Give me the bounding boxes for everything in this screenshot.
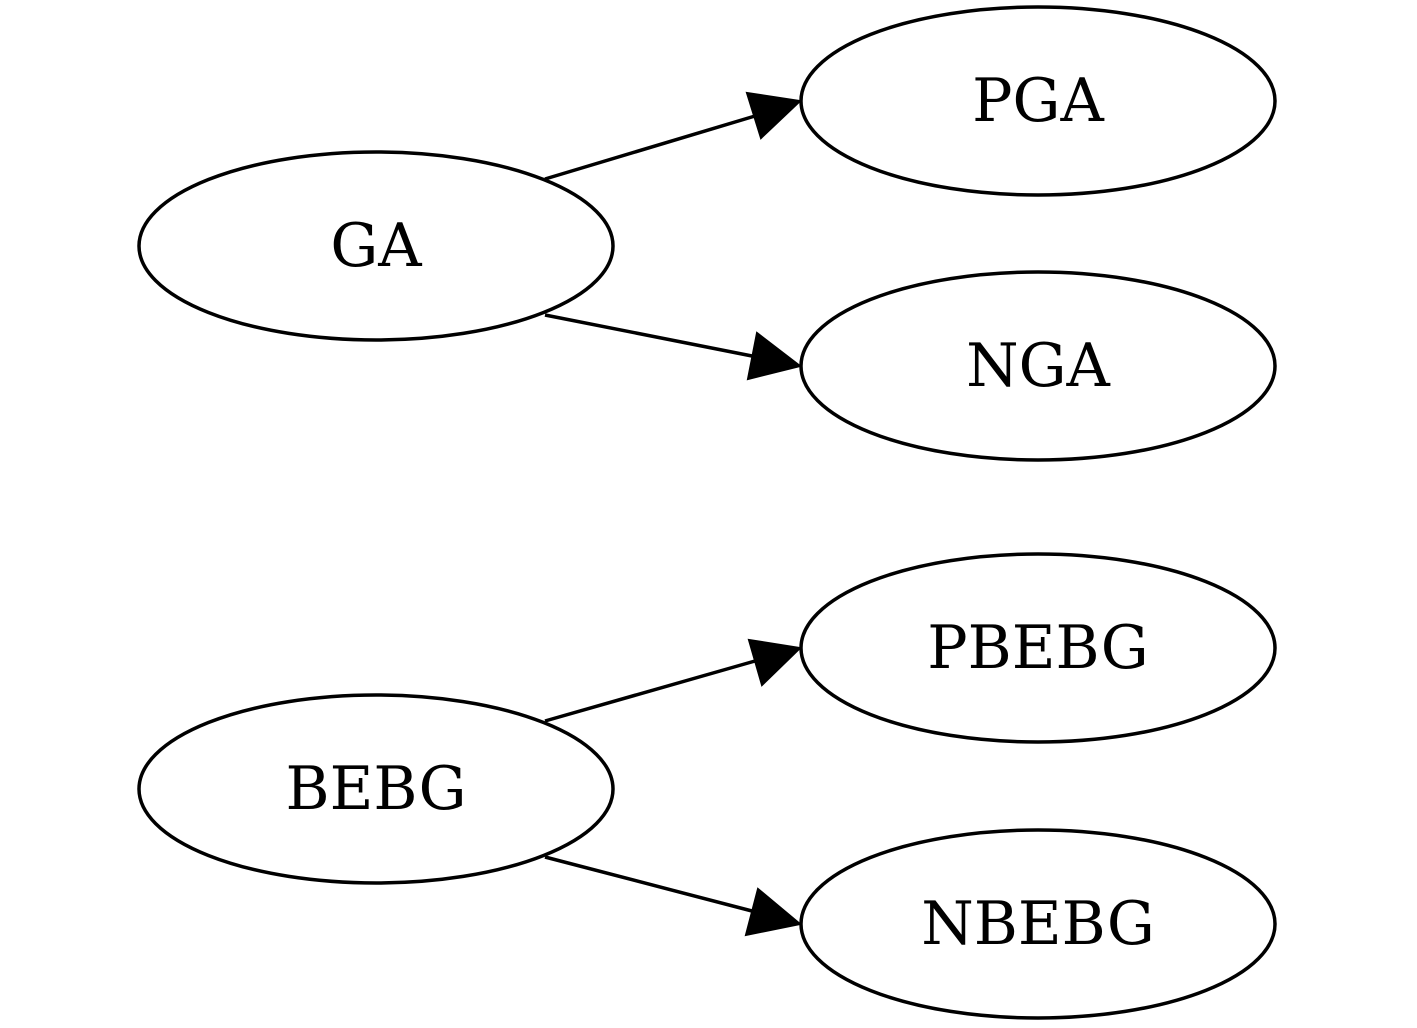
node-nga-label: NGA	[966, 331, 1110, 401]
node-pbebg: PBEBG	[799, 552, 1277, 744]
edge-ga-pga	[544, 91, 803, 181]
node-bebg: BEBG	[137, 693, 615, 885]
edge-bebg-pbebg	[544, 638, 803, 723]
node-pga-label: PGA	[972, 66, 1104, 136]
node-pga: PGA	[799, 5, 1277, 197]
node-nbebg: NBEBG	[799, 828, 1277, 1020]
node-nbebg-label: NBEBG	[921, 889, 1155, 959]
node-bebg-label: BEBG	[285, 754, 466, 824]
node-pbebg-label: PBEBG	[927, 613, 1148, 683]
edge-bebg-nbebg	[544, 855, 803, 937]
node-nga: NGA	[799, 270, 1277, 462]
node-ga-label: GA	[330, 211, 422, 281]
edge-ga-nga	[544, 313, 803, 381]
node-ga: GA	[137, 150, 615, 342]
